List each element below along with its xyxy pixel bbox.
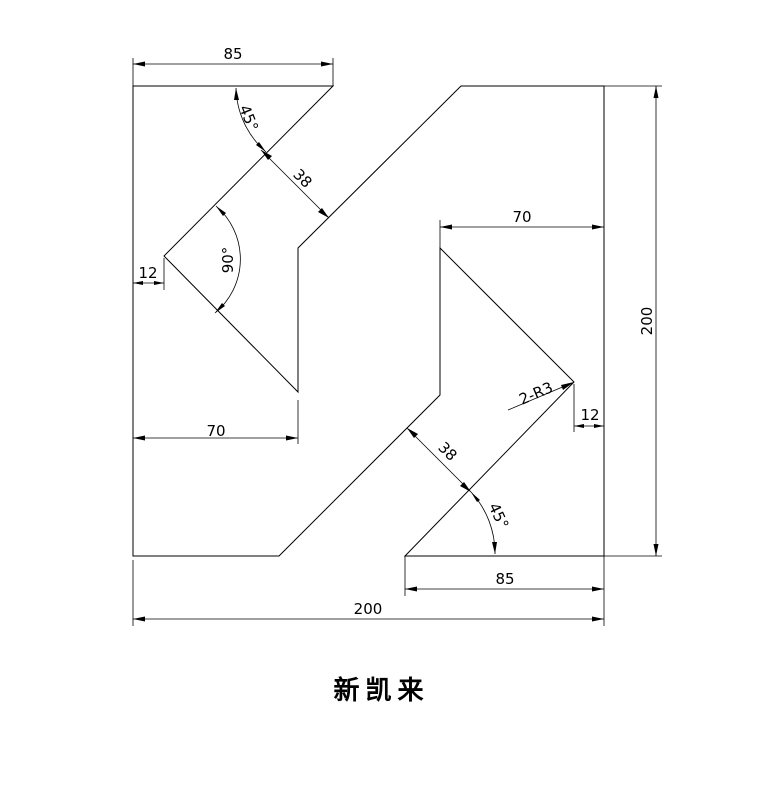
- dim-right-offset: 12: [573, 384, 604, 432]
- dim-lower-gap: 38: [406, 427, 472, 493]
- dim-lower-gap-label: 38: [434, 438, 460, 464]
- dim-right-depth: 70: [439, 208, 604, 248]
- dim-bottom-width-label: 85: [495, 570, 514, 588]
- dim-top-width: 85: [132, 45, 334, 86]
- dim-top-angle-label: 45°: [235, 102, 262, 133]
- dim-left-angle-label: 90°: [219, 247, 237, 274]
- dim-right-depth-label: 70: [512, 208, 531, 226]
- part-outline: [132, 85, 605, 557]
- dim-left-angle: 90°: [214, 205, 241, 314]
- dim-bottom-angle-label: 45°: [485, 500, 513, 532]
- dim-right-offset-label: 12: [580, 406, 599, 424]
- dim-top-angle: 45°: [234, 87, 267, 153]
- dim-bottom-width: 85: [404, 556, 605, 596]
- dim-left-depth-label: 70: [206, 422, 225, 440]
- dim-radius-note-label: 2-R3: [516, 378, 555, 408]
- dim-upper-gap: 38: [260, 149, 330, 219]
- dim-right-height: 200: [604, 85, 662, 557]
- dim-right-height-label: 200: [638, 307, 656, 336]
- dim-left-offset-label: 12: [138, 264, 157, 282]
- dim-bottom-angle: 45°: [470, 491, 513, 555]
- dim-overall-width: 200: [132, 560, 605, 626]
- dim-overall-width-label: 200: [354, 600, 383, 618]
- dim-left-depth: 70: [133, 400, 299, 444]
- dim-left-offset: 12: [133, 258, 165, 290]
- dim-top-width-label: 85: [223, 45, 242, 63]
- dim-radius-note: 2-R3: [507, 378, 574, 411]
- drawing-caption: 新凯来: [333, 676, 430, 706]
- dim-upper-gap-label: 38: [289, 165, 315, 191]
